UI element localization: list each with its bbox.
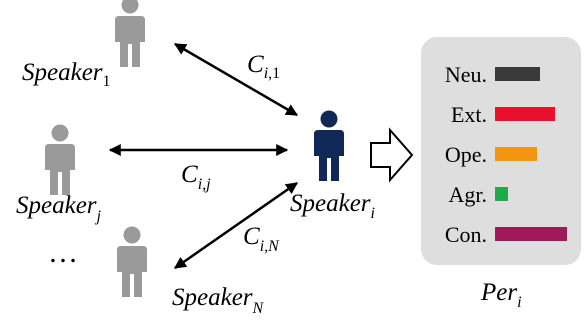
speaker-i-label: Speakeri [290, 190, 375, 222]
edge-i-j-label: Ci,j [181, 161, 211, 193]
trait-list: Neu. Ext. Ope. Agr. Con. [445, 62, 567, 247]
trait-bar [495, 107, 555, 121]
trait-label: Agr. [449, 182, 488, 207]
speaker-j-icon [45, 124, 75, 195]
speaker-n-icon [117, 226, 147, 297]
edge-i-1-arrow [173, 42, 299, 117]
trait-bar [495, 227, 567, 241]
trait-bar [495, 147, 537, 161]
speaker-n-label: SpeakerN [172, 284, 265, 317]
trait-bar [495, 187, 508, 201]
edge-i-n-label: Ci,N [243, 223, 280, 255]
personality-caption: Peri [480, 279, 522, 311]
trait-bar [495, 67, 540, 81]
trait-label: Ext. [451, 102, 487, 127]
speaker-1-label: Speaker1 [22, 59, 111, 90]
edge-i-n-arrow [174, 181, 298, 270]
trait-label: Con. [445, 222, 487, 247]
trait-label: Neu. [445, 62, 487, 87]
speaker-i-icon [314, 110, 344, 181]
ellipsis: … [48, 236, 78, 269]
trait-label: Ope. [445, 142, 487, 167]
edge-i-1-label: Ci,1 [247, 51, 280, 82]
output-arrow-icon [370, 127, 414, 183]
speaker-j-label: Speakerj [16, 192, 102, 225]
speaker-1-icon [115, 0, 145, 67]
